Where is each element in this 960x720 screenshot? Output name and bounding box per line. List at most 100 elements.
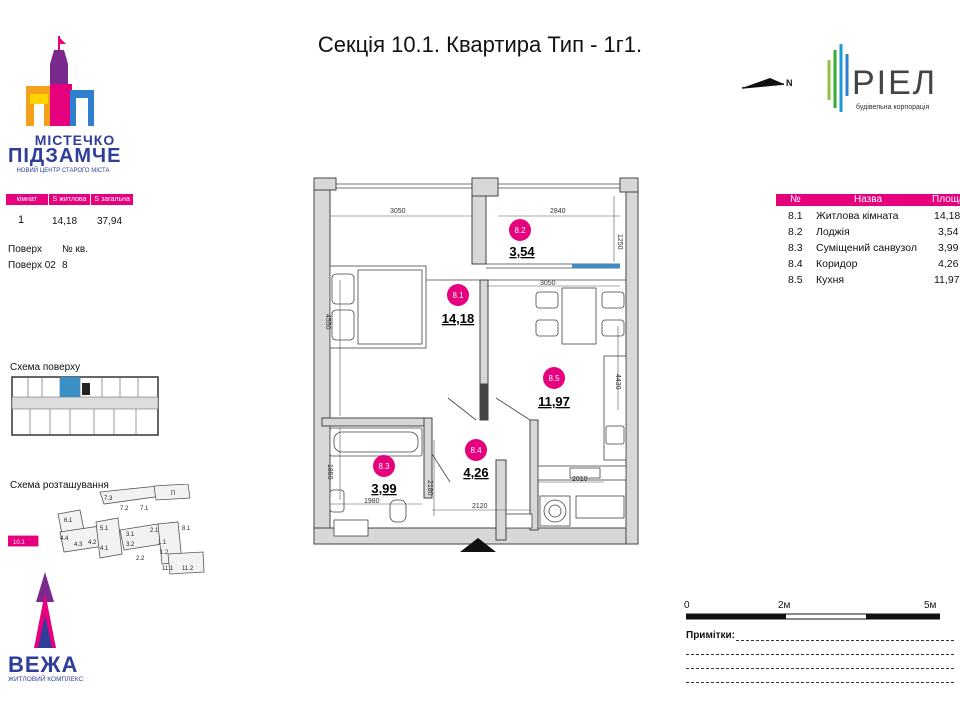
page-title: Секція 10.1. Квартира Тип - 1г1. [317, 32, 643, 57]
dim-bedroom-depth: 4550 [324, 314, 331, 330]
veza-tower-icon [34, 572, 56, 648]
room-area-8-1: 14,18 [442, 311, 475, 326]
scale-end: 5м [924, 600, 937, 611]
mistechko-logo-icon [26, 36, 94, 126]
notes-line [736, 640, 954, 641]
room-name: Лоджія [816, 226, 850, 238]
svg-text:2.1: 2.1 [150, 528, 159, 534]
rooms-table-row: 8.4 Коридор 4,26 [776, 258, 960, 274]
info-rooms-value: 1 [18, 214, 25, 226]
floor-value: Поверх 02 [8, 260, 56, 271]
dim-bedroom-width: 3050 [390, 208, 406, 215]
dim-corridor-width: 2120 [472, 503, 488, 510]
logo-line1: МІСТЕЧКО [34, 132, 116, 148]
svg-text:11.1: 11.1 [162, 566, 174, 572]
scale-mid: 2м [778, 600, 791, 611]
info-total-value: 37,94 [97, 216, 123, 227]
dim-kitchen-counter: 2010 [572, 476, 588, 483]
svg-text:4.3: 4.3 [74, 542, 83, 548]
svg-text:8.1: 8.1 [182, 526, 191, 532]
svg-text:П: П [171, 491, 175, 497]
svg-text:7.1: 7.1 [140, 506, 149, 512]
room-name: Житлова кімната [816, 210, 899, 222]
svg-text:7.3: 7.3 [104, 496, 113, 502]
room-num: 8.4 [788, 258, 803, 270]
room-num: 8.3 [788, 242, 803, 254]
room-area-8-2: 3,54 [509, 244, 535, 259]
svg-text:1.2: 1.2 [160, 550, 169, 556]
rooms-header-name: Назва [854, 194, 883, 205]
svg-text:7.2: 7.2 [120, 506, 129, 512]
dim-loggia-width: 2840 [550, 208, 566, 215]
room-area: 3,54 [938, 226, 959, 238]
room-badge-8-4: 8.4 [470, 446, 482, 455]
veza-logo-subtitle: ЖИТЛОВИЙ КОМПЛЕКС [8, 676, 84, 683]
svg-text:4.4: 4.4 [60, 536, 69, 542]
rooms-header-num: № [790, 194, 801, 205]
room-badge-8-1: 8.1 [452, 291, 464, 300]
info-living-value: 14,18 [52, 216, 78, 227]
dim-bath-depth: 1850 [326, 464, 333, 480]
riel-logo-icon [827, 44, 849, 112]
dim-corridor-depth: 2180 [426, 480, 433, 496]
svg-text:4.2: 4.2 [88, 540, 97, 546]
rooms-table-row: 8.5 Кухня 11,97 [776, 274, 960, 290]
room-name: Кухня [816, 274, 845, 286]
room-area-8-4: 4,26 [463, 465, 488, 480]
dim-kitchen-depth: 4430 [614, 374, 621, 390]
room-area: 3,99 [938, 242, 959, 254]
svg-text:5.1: 5.1 [100, 526, 109, 532]
room-num: 8.2 [788, 226, 803, 238]
north-label: N [786, 78, 793, 88]
location-current-section: 10.1 [13, 540, 25, 546]
scale-zero: 0 [684, 600, 690, 611]
info-table-header: кімнат S житлова S загальна [6, 194, 135, 205]
svg-text:4.1: 4.1 [100, 546, 109, 552]
room-area-8-5: 11,97 [538, 394, 570, 409]
svg-text:1.1: 1.1 [158, 540, 167, 546]
north-arrow-icon [741, 78, 785, 89]
scale-bar [686, 613, 940, 620]
svg-text:3.2: 3.2 [126, 542, 135, 548]
info-header-total: S загальна [91, 194, 135, 205]
dim-loggia-depth: 1250 [616, 234, 623, 250]
rooms-header-area: Площа [932, 194, 960, 205]
veza-logo-text: ВЕЖА [8, 652, 79, 677]
apartment-floor-plan: 3050 2840 3050 1250 4550 4430 1850 1980 … [313, 177, 639, 552]
logo-line3: НОВИЙ ЦЕНТР СТАРОГО МІСТА [16, 168, 110, 174]
dim-kitchen-width: 3050 [540, 280, 556, 287]
location-scheme-diagram: 10.1 7.3 7.2 7.1 П 6.1 5.1 4.4 4.3 4.24.1 3.1… [8, 484, 205, 575]
room-area: 14,18 [934, 210, 960, 222]
floor-scheme-label: Схема поверху [10, 362, 81, 373]
svg-text:6.1: 6.1 [64, 518, 73, 524]
svg-text:11.2: 11.2 [182, 566, 194, 572]
room-badge-8-3: 8.3 [378, 462, 390, 471]
rooms-table-row: 8.1 Житлова кімната 14,18 [776, 210, 960, 226]
location-scheme-label: Схема розташування [10, 480, 109, 491]
room-area: 11,97 [934, 274, 960, 286]
floor-label: Поверх [8, 244, 42, 255]
room-num: 8.1 [788, 210, 803, 222]
room-area: 4,26 [938, 258, 959, 270]
room-area-8-3: 3,99 [371, 481, 396, 496]
entrance-arrow-icon [460, 538, 496, 552]
room-badge-8-5: 8.5 [548, 374, 560, 383]
info-header-rooms: кімнат [6, 194, 49, 205]
rooms-table-row: 8.3 Суміщений санвузол 3,99 [776, 242, 960, 258]
apt-label: № кв. [62, 244, 88, 255]
developer-name: РІЕЛ [852, 64, 938, 102]
notes-label: Примітки: [686, 630, 735, 641]
notes-line [686, 682, 954, 683]
developer-subtitle: будівельна корпорація [856, 104, 930, 111]
svg-text:2.2: 2.2 [136, 556, 145, 562]
notes-line [686, 668, 954, 669]
apt-value: 8 [62, 260, 68, 271]
room-name: Суміщений санвузол [816, 242, 917, 254]
logo-line2: ПІДЗАМЧЕ [8, 145, 122, 167]
floor-scheme-diagram [11, 376, 159, 436]
svg-text:3.1: 3.1 [126, 532, 135, 538]
room-name: Коридор [816, 258, 858, 270]
rooms-table-header: № Назва Площа [776, 194, 960, 206]
notes-line [686, 654, 954, 655]
room-badge-8-2: 8.2 [514, 226, 526, 235]
